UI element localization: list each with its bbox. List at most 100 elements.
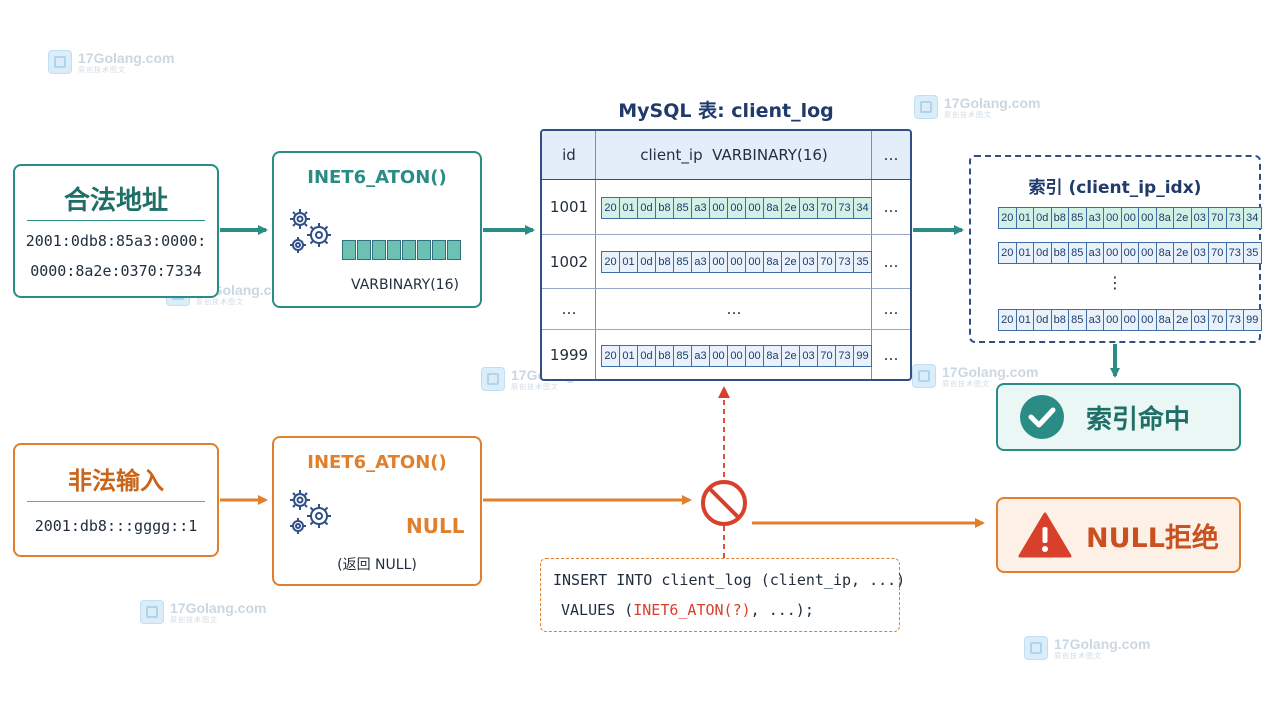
byte: 8a [764, 346, 782, 366]
byte: 00 [728, 198, 746, 218]
byte: 85 [674, 346, 692, 366]
byte: 03 [800, 198, 818, 218]
row-divider [542, 179, 910, 180]
sql-line-2: VALUES (INET6_ATON(?), ...); [561, 601, 814, 619]
varbinary-label: VARBINARY(16) [351, 277, 459, 293]
watermark-logo-icon [912, 364, 936, 388]
row-id: 1001 [549, 198, 589, 216]
byte-slot [372, 240, 386, 260]
byte-slot [447, 240, 461, 260]
byte: 20 [602, 346, 620, 366]
byte: 85 [1069, 310, 1087, 330]
byte: 20 [999, 310, 1017, 330]
byte: 01 [620, 198, 638, 218]
byte: 00 [1139, 310, 1157, 330]
byte: 34 [1246, 212, 1259, 224]
byte: 34 [856, 202, 869, 214]
byte: a3 [692, 198, 710, 218]
valid-address-title: 合法地址 [63, 186, 168, 216]
index-hit-box: 索引命中 [996, 383, 1241, 451]
blocked-icon [701, 480, 747, 526]
index-title: 索引 (client_ip_idx) [1028, 178, 1202, 198]
byte: 85 [1069, 243, 1087, 263]
column-divider [595, 131, 596, 379]
byte: 73 [1227, 243, 1244, 263]
watermark-subtext: 原创技术图文 [1054, 651, 1102, 660]
byte: b8 [1052, 243, 1069, 263]
byte: 00 [1139, 243, 1157, 263]
byte: 0d [1034, 208, 1052, 228]
watermark-subtext: 原创技术图文 [511, 382, 559, 391]
byte: 00 [1122, 310, 1139, 330]
watermark-text: 17Golang.com [944, 94, 1041, 111]
byte: b8 [656, 198, 674, 218]
watermark-logo-icon [140, 600, 164, 624]
byte: 00 [1104, 243, 1122, 263]
byte: 2e [782, 198, 800, 218]
byte: 00 [1122, 243, 1139, 263]
sql-line-1: INSERT INTO client_log (client_ip, ...) [553, 571, 906, 589]
function-label: INET6_ATON() [307, 452, 447, 473]
sql-function-call: INET6_ATON(?) [633, 601, 751, 619]
watermark-logo-icon [914, 95, 938, 119]
byte: 01 [1017, 208, 1034, 228]
byte: b8 [656, 252, 674, 272]
sql-statement-box: INSERT INTO client_log (client_ip, ...) … [540, 558, 905, 632]
watermark-text: 17Golang.com [942, 363, 1039, 380]
byte: 03 [1192, 310, 1209, 330]
byte: 20 [999, 243, 1017, 263]
byte: 8a [764, 198, 782, 218]
byte: 03 [1192, 243, 1209, 263]
byte: 00 [710, 198, 728, 218]
row-divider [542, 329, 910, 330]
byte: b8 [1052, 208, 1069, 228]
byte: 8a [764, 252, 782, 272]
sql-values-suffix: , ...); [750, 601, 814, 619]
byte: 00 [746, 198, 764, 218]
watermark-subtext: 原创技术图文 [170, 615, 218, 624]
byte: 8a [1157, 243, 1174, 263]
byte: a3 [1087, 310, 1104, 330]
check-circle-icon [1020, 395, 1064, 439]
varbinary-bar [342, 240, 462, 260]
watermark-logo-icon [481, 367, 505, 391]
byte: 20 [999, 208, 1017, 228]
table-header-row [542, 131, 910, 179]
inet6-aton-invalid-box: INET6_ATON() NULL (返回 NULL) [272, 436, 482, 586]
byte: 00 [728, 252, 746, 272]
byte: a3 [1087, 208, 1104, 228]
return-null-note: (返回 NULL) [337, 557, 417, 573]
null-reject-box: NULL拒绝 [996, 497, 1241, 573]
byte: a3 [692, 252, 710, 272]
byte: 00 [746, 346, 764, 366]
warning-icon [1018, 512, 1072, 558]
byte: 01 [620, 346, 638, 366]
byte: 8a [1157, 310, 1174, 330]
byte: b8 [1052, 310, 1069, 330]
invalid-input-box: 非法输入 2001:db8:::gggg::1 [13, 443, 219, 557]
byte: 70 [1209, 208, 1227, 228]
watermark-text: 17Golang.com [78, 49, 175, 66]
byte: 99 [1246, 314, 1259, 326]
byte: a3 [692, 346, 710, 366]
row-divider [542, 288, 910, 289]
watermark-logo-icon [1024, 636, 1048, 660]
byte-slot [402, 240, 416, 260]
watermark-text: 17Golang.com [196, 281, 293, 298]
byte: 00 [1122, 208, 1139, 228]
index-hit-label: 索引命中 [1086, 404, 1191, 435]
byte: 85 [674, 198, 692, 218]
gears-icon [290, 490, 331, 534]
byte: 0d [638, 252, 656, 272]
byte: 00 [728, 346, 746, 366]
byte: 73 [1227, 310, 1244, 330]
